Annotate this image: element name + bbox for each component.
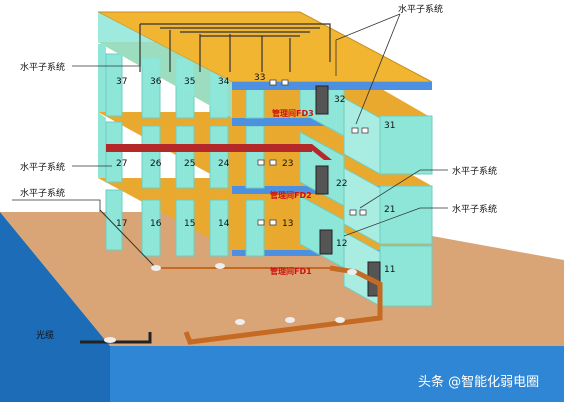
watermark: 头条 @智能化弱电圈 [418, 374, 539, 390]
room-15: 15 [184, 219, 195, 229]
room-11: 11 [384, 265, 395, 275]
horizontal-subsystem-label-top-right: 水平子系统 [398, 3, 443, 15]
room-26: 26 [150, 159, 162, 169]
roof-left-face [98, 12, 232, 118]
room-31: 31 [384, 121, 395, 131]
floor1-room-numbers: 17 16 15 14 13 12 11 [116, 219, 395, 275]
closet-fd2-label: 管理间FD2 [270, 190, 312, 200]
room-17: 17 [116, 219, 127, 229]
room-16: 16 [150, 219, 162, 229]
room-36: 36 [150, 77, 162, 87]
floor3-room-numbers: 37 36 35 34 33 32 31 [116, 73, 395, 131]
roof-edge [232, 82, 432, 90]
room-32: 32 [334, 95, 345, 105]
floor2-left-wall [98, 112, 106, 178]
riser-bend [304, 144, 332, 160]
water-base [0, 212, 564, 402]
outlets [257, 79, 369, 226]
room-24: 24 [218, 159, 230, 169]
horizontal-subsystem-label-left-2: 水平子系统 [20, 161, 65, 173]
room-22: 22 [336, 179, 347, 189]
room-13: 13 [282, 219, 293, 229]
room-33: 33 [254, 73, 265, 83]
room-35: 35 [184, 77, 195, 87]
room-37: 37 [116, 77, 127, 87]
callout-lines [12, 13, 448, 237]
roof-cabling [139, 23, 331, 72]
closet-fd1-label: 管理间FD1 [270, 266, 312, 276]
room-21: 21 [384, 205, 395, 215]
room-23: 23 [282, 159, 293, 169]
room-25: 25 [184, 159, 195, 169]
horizontal-subsystem-label-right-1: 水平子系统 [452, 165, 497, 177]
ground-cabling [80, 209, 383, 345]
water-side [0, 212, 110, 402]
room-34: 34 [218, 77, 230, 87]
closet-fd3-label: 管理间FD3 [272, 108, 314, 118]
horizontal-subsystem-label-left-1: 水平子系统 [20, 61, 65, 73]
horizontal-subsystem-label-right-2: 水平子系统 [452, 203, 497, 215]
room-27: 27 [116, 159, 127, 169]
room-12: 12 [336, 239, 347, 249]
horizontal-subsystem-label-left-3: 水平子系统 [20, 187, 65, 199]
floor2-room-numbers: 27 26 25 24 23 22 21 [116, 159, 395, 215]
fiber-cable-label: 光缆 [36, 329, 54, 341]
riser-horizontal [106, 144, 312, 152]
floor1-slab [98, 178, 432, 250]
room-14: 14 [218, 219, 230, 229]
